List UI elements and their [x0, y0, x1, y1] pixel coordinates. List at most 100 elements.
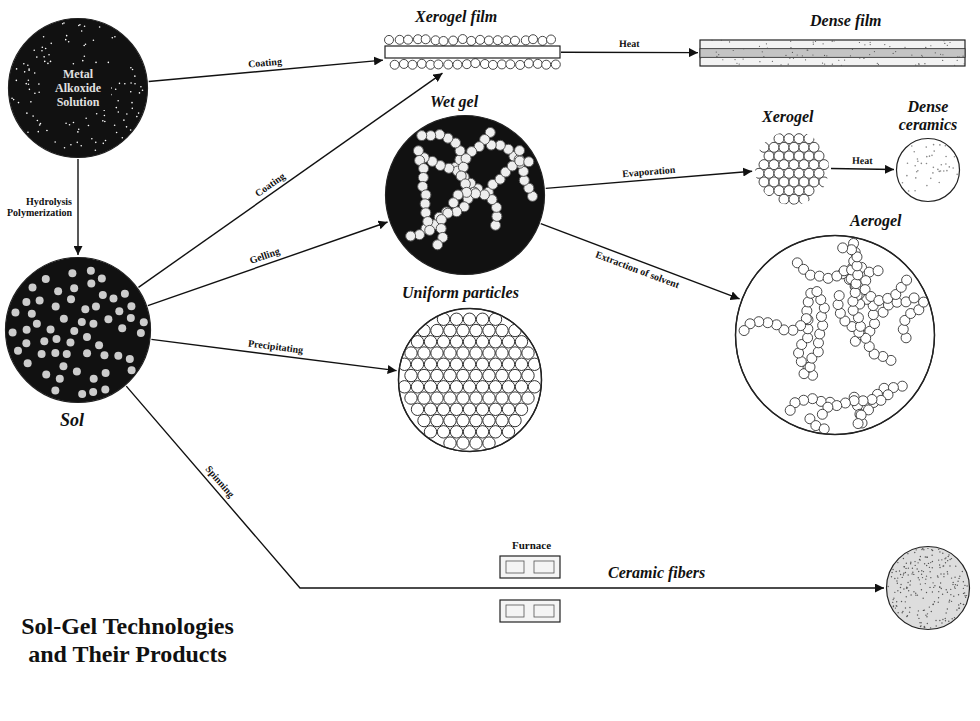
particle: [893, 605, 894, 606]
particle: [24, 71, 26, 73]
particle: [897, 612, 898, 613]
texture-dot: [964, 63, 965, 64]
particle: [942, 553, 943, 554]
particle: [916, 171, 918, 173]
texture-dot: [832, 40, 833, 41]
particle: [852, 261, 862, 271]
particle: [910, 563, 911, 564]
particle: [894, 578, 895, 579]
particle: [855, 321, 865, 331]
texture-dot: [734, 59, 735, 60]
furnace-detail: [534, 561, 554, 573]
particle: [905, 601, 906, 602]
texture-dot: [895, 51, 896, 52]
gel-particle: [395, 35, 404, 44]
particle: [463, 336, 475, 348]
particle: [124, 83, 126, 85]
particle: [947, 573, 948, 574]
particle: [502, 403, 514, 415]
particle: [962, 571, 963, 572]
particle: [81, 30, 83, 32]
particle: [34, 92, 36, 94]
particle: [915, 549, 916, 550]
gel-particle: [399, 59, 408, 68]
particle: [37, 131, 39, 133]
node-heading: Wet gel: [430, 93, 478, 111]
particle: [903, 572, 904, 573]
particle: [931, 611, 932, 612]
circle-outline: [386, 116, 545, 275]
particle: [935, 625, 936, 626]
gel-particle: [404, 35, 413, 44]
particle: [933, 144, 935, 146]
particle: [906, 596, 907, 597]
particle: [919, 579, 920, 580]
texture-dot: [788, 64, 789, 65]
particle: [943, 170, 945, 172]
particle: [515, 381, 527, 393]
particle: [956, 174, 958, 176]
particle: [917, 158, 919, 160]
particle: [939, 144, 941, 146]
furnace-detail: [534, 605, 554, 617]
texture-dot: [716, 51, 717, 52]
particle: [955, 565, 956, 566]
particle: [418, 392, 430, 404]
particle: [832, 401, 842, 411]
particle: [495, 140, 505, 150]
particle: [463, 403, 475, 415]
particle: [896, 605, 897, 606]
particle: [907, 615, 908, 616]
substrate: [700, 49, 965, 58]
gel-particle: [462, 60, 471, 69]
particle: [903, 558, 904, 559]
particle: [932, 561, 933, 562]
particle: [489, 358, 501, 370]
particle: [28, 310, 36, 318]
particle: [431, 347, 443, 359]
node-outline: [5, 257, 151, 403]
particle: [927, 548, 928, 549]
node-heading: Dense film: [810, 12, 882, 30]
texture-dot: [759, 46, 760, 47]
particle: [89, 388, 97, 396]
particle: [932, 591, 933, 592]
edge-label: Hydrolysis Polymerization: [1, 196, 73, 218]
particle: [104, 315, 112, 323]
particle: [909, 584, 910, 585]
particle: [958, 578, 959, 579]
particle: [69, 124, 71, 126]
edge-label: Extraction of solvent: [593, 248, 682, 290]
particle: [930, 178, 932, 180]
circle-outline: [399, 309, 542, 452]
particle: [489, 426, 501, 438]
particle: [123, 119, 125, 121]
texture-dot: [721, 40, 722, 41]
particle: [929, 587, 930, 588]
particle: [126, 355, 134, 363]
particle: [924, 609, 925, 610]
particle: [470, 324, 482, 336]
particle: [476, 358, 488, 370]
particle: [450, 336, 462, 348]
circle-outline: [9, 19, 148, 158]
particle: [44, 61, 46, 63]
particle: [36, 56, 38, 58]
particle: [417, 131, 427, 141]
particle: [912, 572, 913, 573]
particle: [893, 597, 894, 598]
particle: [903, 588, 904, 589]
particle: [32, 115, 34, 117]
particle: [902, 275, 912, 285]
texture-dot: [813, 44, 814, 45]
particle: [104, 115, 106, 117]
gel-particle: [497, 60, 506, 69]
particle: [424, 336, 436, 348]
particle: [939, 587, 940, 588]
particle: [938, 597, 939, 598]
particle: [431, 414, 443, 426]
texture-dot: [893, 53, 894, 54]
particle: [908, 590, 909, 591]
particle: [893, 606, 894, 607]
particle: [929, 606, 930, 607]
